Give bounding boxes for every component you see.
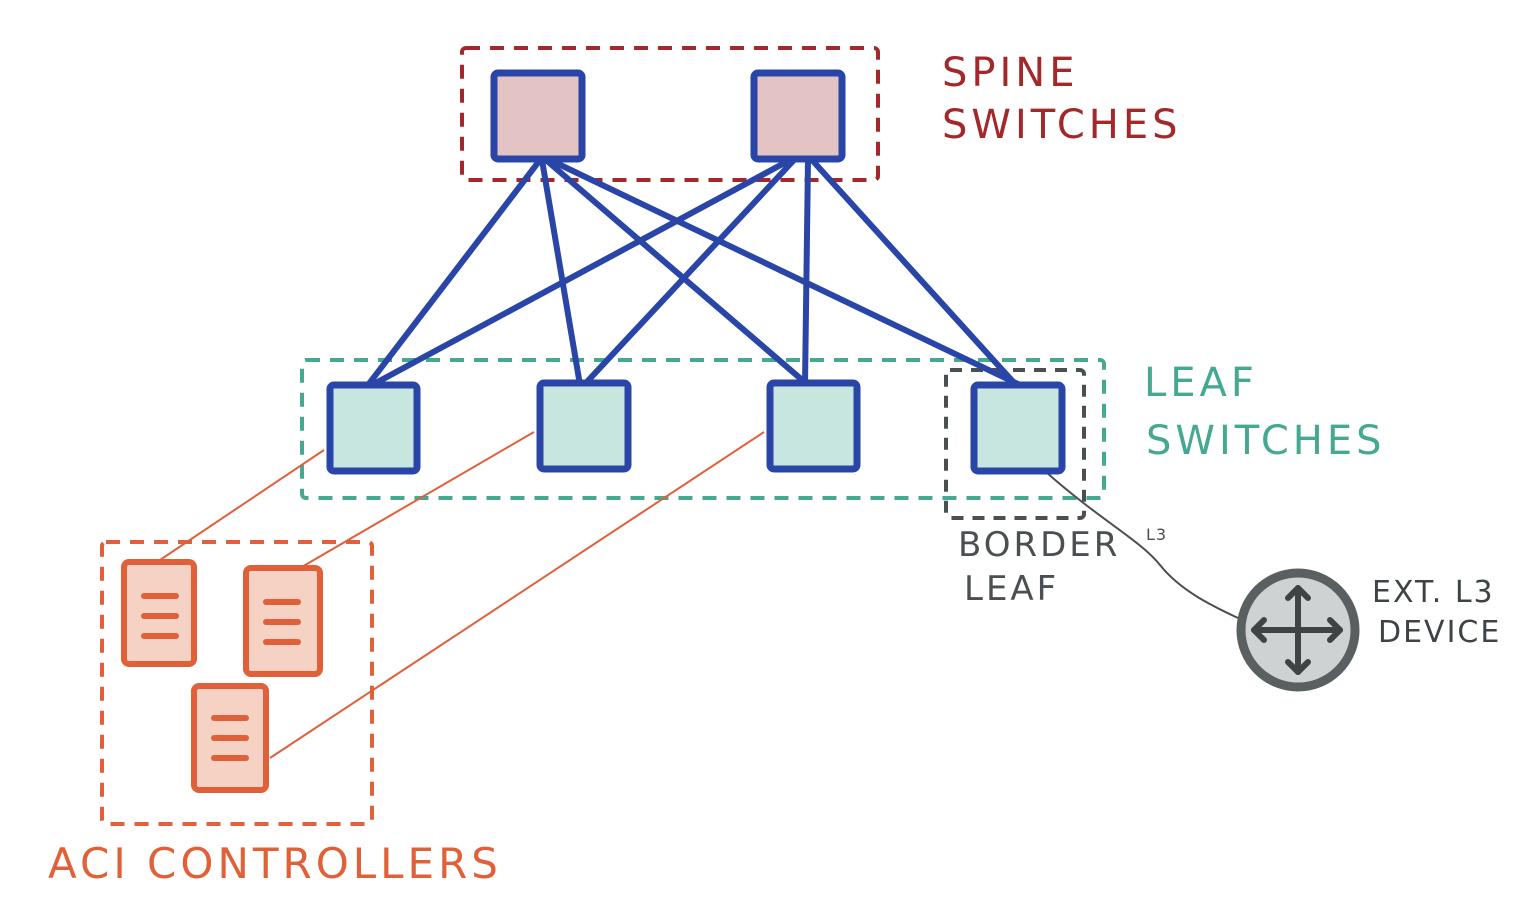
leaf-label-line1: LEAF — [1144, 360, 1258, 406]
controller-3[interactable] — [191, 683, 269, 793]
controller-links — [159, 431, 765, 759]
leaf-group-border — [300, 358, 1106, 500]
ext-device-label-line2: DEVICE — [1378, 615, 1501, 650]
ext-l3-device[interactable] — [1236, 568, 1360, 692]
spine-switch-1[interactable] — [490, 69, 586, 163]
fabric-links — [365, 157, 1023, 388]
link-spine1-leaf1 — [365, 157, 543, 388]
link-spine1-leaf2 — [539, 157, 583, 388]
link-controller1-leaf1 — [159, 449, 325, 561]
link-spine1-leaf4 — [547, 157, 1023, 388]
controllers-group-border — [100, 540, 374, 826]
spine-label-line1: SPINE — [942, 50, 1079, 96]
link-spine2-leaf4 — [809, 157, 1019, 388]
link-controller2-leaf2 — [299, 431, 535, 569]
link-spine2-leaf2 — [581, 157, 797, 388]
link-spine1-leaf3 — [543, 157, 811, 388]
leaf-label-line2: SWITCHES — [1146, 418, 1386, 464]
controller-2[interactable] — [243, 565, 323, 677]
link-controller3-leaf3 — [269, 431, 765, 759]
spine-group-border — [460, 46, 880, 182]
link-spine2-leaf1 — [369, 157, 793, 388]
link-border-leaf-ext-device — [1045, 471, 1239, 619]
controllers-label: ACI CONTROLLERS — [48, 839, 502, 888]
spine-label-line2: SWITCHES — [942, 102, 1182, 148]
border-leaf-label-line2: LEAF — [964, 569, 1059, 609]
border-leaf-switch[interactable] — [970, 381, 1066, 475]
spine-switch-2[interactable] — [750, 69, 846, 163]
leaf-switch-1[interactable] — [326, 381, 421, 475]
leaf-switch-2[interactable] — [536, 379, 632, 473]
leaf-switch-3[interactable] — [766, 379, 861, 473]
border-leaf-label-line1: BORDER — [958, 525, 1120, 565]
ext-device-label-line1: EXT. L3 — [1372, 575, 1495, 610]
link-spine2-leaf3 — [802, 157, 811, 388]
border-leaf-group-border — [944, 368, 1086, 520]
l3-link-label: L3 — [1146, 525, 1167, 544]
controller-1[interactable] — [121, 559, 197, 667]
